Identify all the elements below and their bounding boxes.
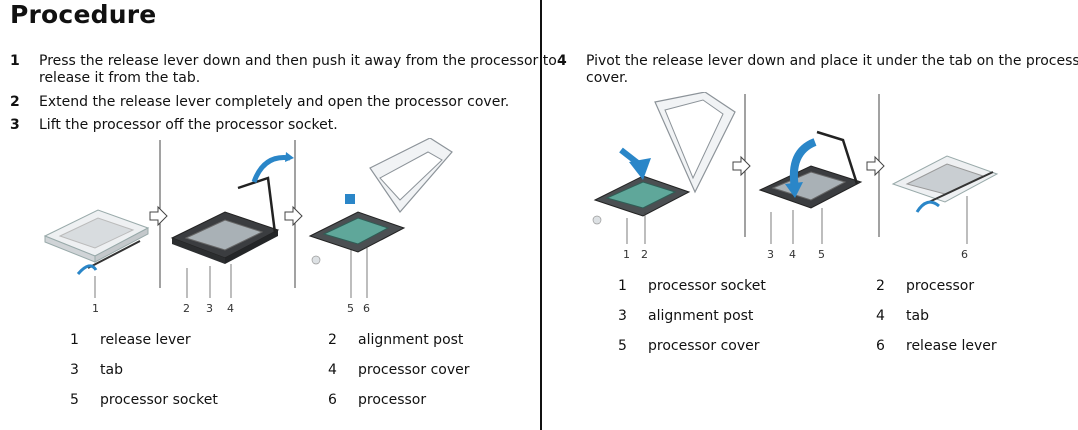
step-text-line: release it from the tab. bbox=[39, 70, 201, 86]
step-number: 2 bbox=[10, 94, 20, 110]
legend-label: release lever bbox=[906, 338, 997, 354]
callout-label: 3 bbox=[206, 302, 213, 315]
step-3: 3 Lift the processor off the processor s… bbox=[10, 116, 540, 134]
legend-label: processor cover bbox=[648, 338, 760, 354]
blue-rotate-arrow-icon bbox=[76, 264, 98, 275]
callout-label: 4 bbox=[789, 248, 796, 261]
callout-label: 4 bbox=[227, 302, 234, 315]
callout-label: 1 bbox=[623, 248, 630, 261]
step-text-line: Lift the processor off the processor soc… bbox=[39, 117, 338, 133]
step-number: 1 bbox=[10, 53, 20, 69]
legend-number: 1 bbox=[618, 278, 627, 294]
cover-close-drawing bbox=[758, 130, 863, 244]
step-number: 3 bbox=[10, 117, 20, 133]
next-arrow-icon bbox=[149, 205, 168, 227]
legend-right: 1 processor socket 2 processor 3 alignme… bbox=[618, 278, 1058, 358]
legend-label: processor bbox=[906, 278, 975, 294]
lever-latch-drawing bbox=[891, 155, 999, 244]
legend-number: 6 bbox=[876, 338, 885, 354]
legend-left: 1 release lever 2 alignment post 3 tab 4… bbox=[70, 332, 510, 412]
blue-rotate-arrow-icon bbox=[915, 200, 940, 213]
legend-label: processor socket bbox=[100, 392, 218, 408]
legend-number: 3 bbox=[70, 362, 79, 378]
socket-closed-drawing bbox=[43, 209, 150, 298]
step-text-line: Pivot the release lever down and place i… bbox=[586, 53, 1078, 69]
legend-number: 1 bbox=[70, 332, 79, 348]
step-4: 4 Pivot the release lever down and place… bbox=[557, 52, 1078, 88]
callout-label: 2 bbox=[641, 248, 648, 261]
lever-reattach-illustration: 1 2 3 4 5 6 bbox=[592, 92, 999, 261]
step-text-line: Press the release lever down and then pu… bbox=[39, 53, 557, 69]
step-number: 4 bbox=[557, 53, 567, 69]
step-1: 1 Press the release lever down and then … bbox=[10, 52, 557, 88]
step-2: 2 Extend the release lever completely an… bbox=[10, 93, 540, 111]
legend-number: 3 bbox=[618, 308, 627, 324]
processor-place-drawing bbox=[592, 92, 736, 244]
legend-number: 4 bbox=[328, 362, 337, 378]
step-text-line: cover. bbox=[586, 70, 629, 86]
callout-label: 6 bbox=[961, 248, 968, 261]
legend-label: release lever bbox=[100, 332, 191, 348]
callout-label: 3 bbox=[767, 248, 774, 261]
callout-label: 1 bbox=[92, 302, 99, 315]
legend-number: 5 bbox=[618, 338, 627, 354]
callout-label: 2 bbox=[183, 302, 190, 315]
legend-label: processor socket bbox=[648, 278, 766, 294]
legend-number: 5 bbox=[70, 392, 79, 408]
next-arrow-icon bbox=[866, 155, 885, 177]
callout-label: 5 bbox=[347, 302, 354, 315]
legend-label: alignment post bbox=[648, 308, 754, 324]
legend-number: 2 bbox=[876, 278, 885, 294]
next-arrow-icon bbox=[732, 155, 751, 177]
processor-removal-illustration: 1 2 3 4 5 6 bbox=[43, 138, 453, 315]
blue-up-arrow-icon bbox=[340, 194, 355, 218]
legend-label: tab bbox=[906, 308, 929, 324]
legend-label: processor cover bbox=[358, 362, 470, 378]
callout-label: 6 bbox=[363, 302, 370, 315]
legend-label: tab bbox=[100, 362, 123, 378]
processor-lift-drawing bbox=[308, 138, 453, 298]
legend-label: alignment post bbox=[358, 332, 464, 348]
legend-label: processor bbox=[358, 392, 427, 408]
legend-number: 2 bbox=[328, 332, 337, 348]
step-text-line: Extend the release lever completely and … bbox=[39, 94, 510, 110]
column-divider bbox=[540, 0, 542, 430]
blue-rotate-arrow-icon bbox=[790, 138, 817, 189]
callout-label: 5 bbox=[818, 248, 825, 261]
legend-number: 6 bbox=[328, 392, 337, 408]
page-title: Procedure bbox=[10, 0, 157, 29]
next-arrow-icon bbox=[284, 205, 303, 227]
legend-number: 4 bbox=[876, 308, 885, 324]
socket-lever-open-drawing bbox=[170, 152, 294, 298]
blue-rotate-arrow-icon bbox=[251, 155, 291, 183]
